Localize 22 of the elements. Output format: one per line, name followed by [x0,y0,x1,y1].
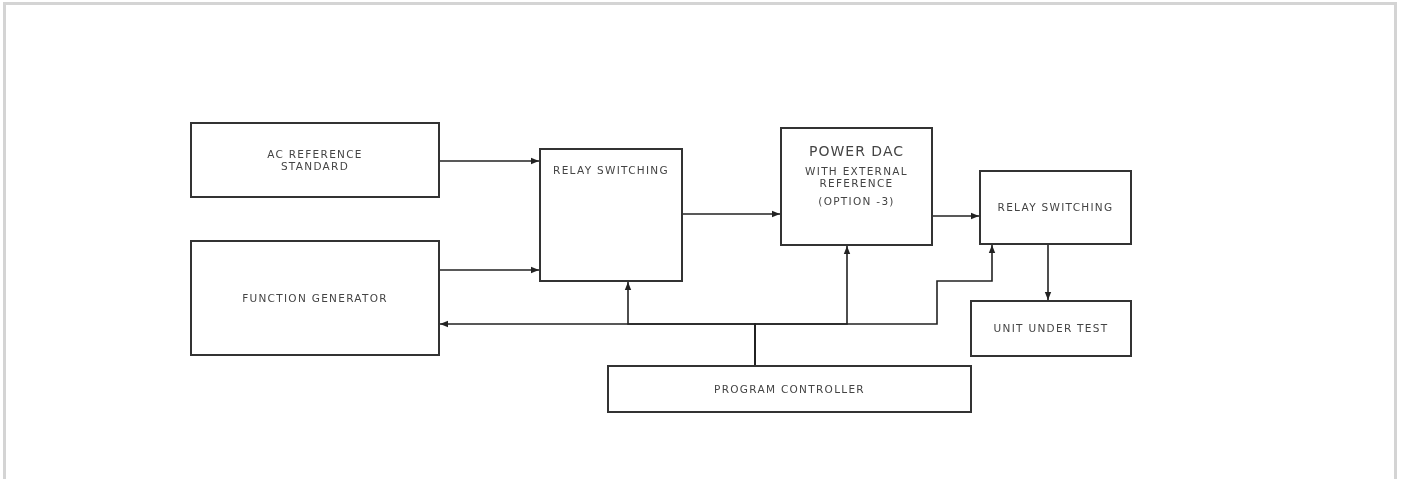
block-label: FUNCTION GENERATOR [242,291,388,305]
block-label: RELAY SWITCHING [553,164,669,177]
block-box [970,300,1132,357]
block-box [539,148,683,282]
block-label: UNIT UNDER TEST [993,322,1109,335]
block-box [780,127,933,246]
block-label: POWER DAC [809,143,904,160]
arrow [932,212,980,220]
block-label: PROGRAM CONTROLLER [714,382,865,396]
block-label: (OPTION -3) [818,195,895,208]
block-label: WITH EXTERNAL REFERENCE [804,165,909,190]
block-label: RELAY SWITCHING [997,201,1114,214]
arrow [754,244,996,366]
block-box [190,240,440,356]
block-box [979,170,1132,245]
arrow [682,210,781,218]
block-box [190,122,440,198]
arrow [439,157,540,165]
block-box [607,365,972,413]
block-label: AC REFERENCE STANDARD [266,147,364,173]
arrow [439,266,540,274]
arrow [1044,244,1052,301]
